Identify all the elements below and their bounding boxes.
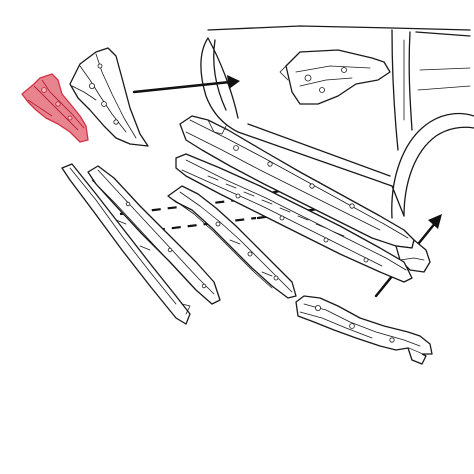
- arrow-to-front-arch: [132, 80, 232, 94]
- middle-sill-channel: [167, 185, 297, 299]
- arrowhead-front-arch: [227, 75, 240, 89]
- a-pillar-panel: [69, 47, 149, 147]
- highlighted-bracket: [21, 73, 89, 143]
- long-sill-strip: [87, 165, 221, 305]
- rear-jacking-bracket: [295, 295, 433, 365]
- car-body-outline: [200, 25, 474, 219]
- inner-rocker-panel: [175, 153, 413, 283]
- sill-detail-lines: [115, 219, 273, 277]
- outer-sill-strip: [61, 163, 191, 325]
